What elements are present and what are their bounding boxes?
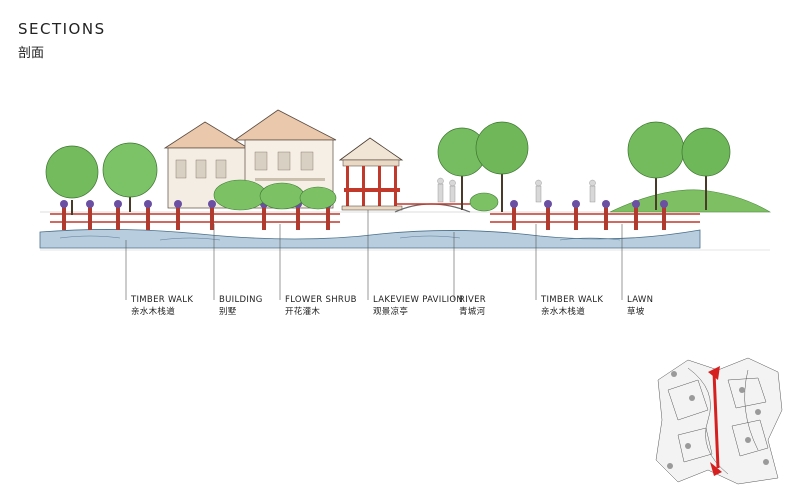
leader-lines bbox=[125, 210, 623, 300]
lawn-hill bbox=[609, 189, 772, 213]
page-subtitle: 剖面 bbox=[18, 45, 45, 60]
site-key-plan-icon bbox=[655, 357, 783, 485]
railing-posts bbox=[62, 206, 666, 230]
trees bbox=[45, 121, 731, 215]
lakeview-pavilion bbox=[338, 137, 404, 211]
bridge-arch bbox=[394, 203, 471, 213]
section-line-arrow-icon bbox=[708, 366, 722, 476]
section-drawing bbox=[39, 109, 772, 300]
water-body bbox=[39, 229, 701, 249]
timber-walk-right bbox=[490, 213, 700, 223]
people bbox=[437, 177, 596, 203]
water-ripples bbox=[59, 235, 621, 241]
header: SECTIONS 剖面 bbox=[18, 20, 106, 61]
page-title: SECTIONS bbox=[18, 20, 106, 38]
flower-shrubs bbox=[213, 179, 499, 212]
timber-walk-left bbox=[50, 213, 340, 223]
